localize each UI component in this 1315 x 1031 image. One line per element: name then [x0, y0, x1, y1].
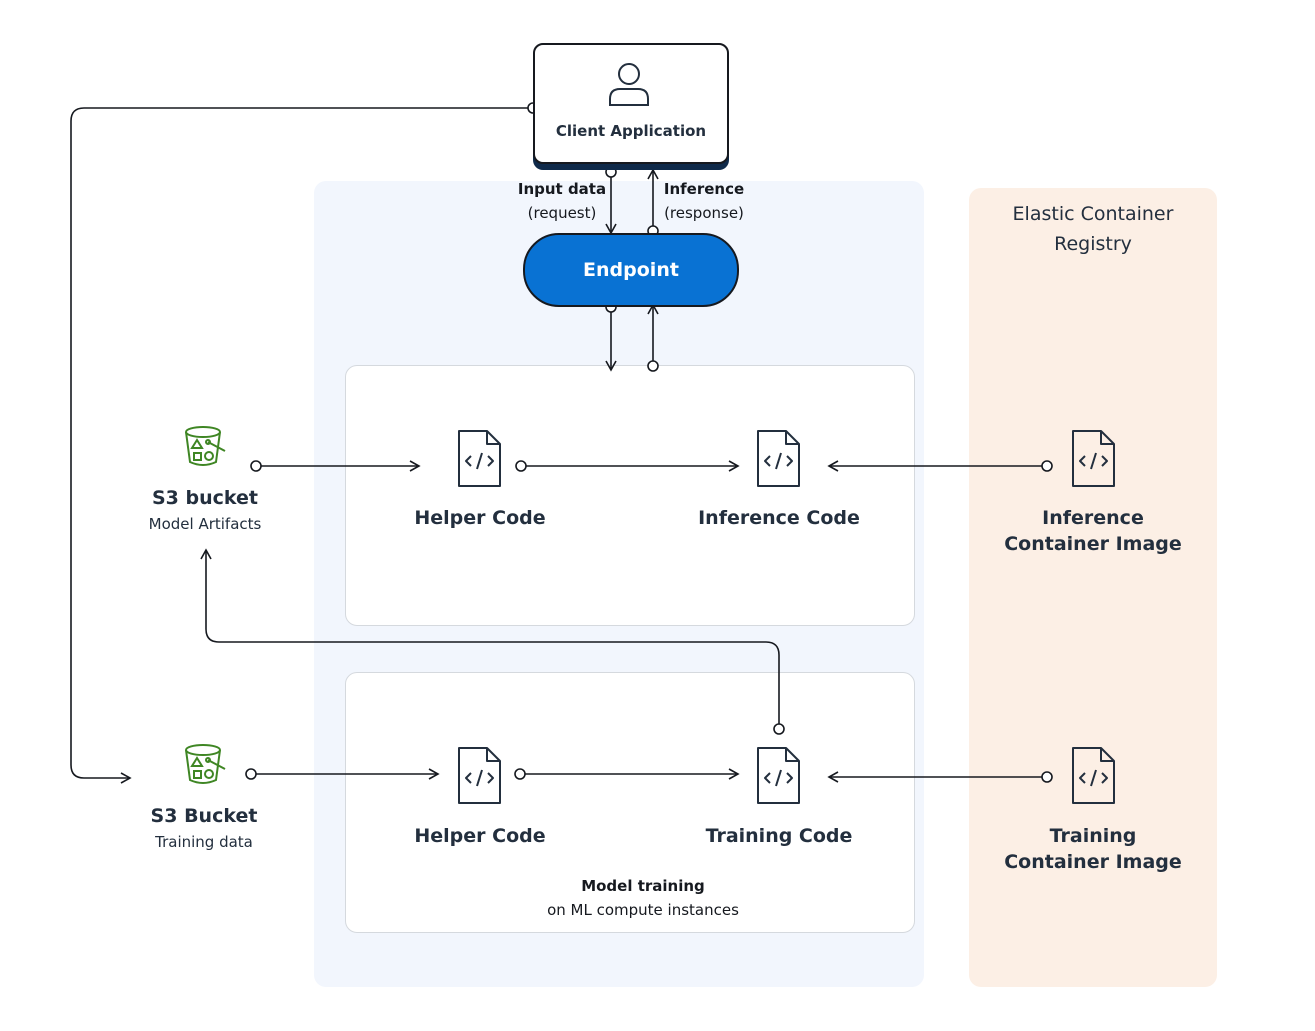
inference-image-label-line2: Container Image: [1004, 533, 1182, 555]
training-image-label-line1: Training: [1049, 825, 1137, 847]
client-to-training-data-line: [70, 107, 533, 784]
inference-image-label-line1: Inference: [1042, 507, 1144, 529]
code-file-icon: [757, 747, 800, 804]
request-label: Input data: [517, 180, 607, 198]
user-icon: [609, 63, 649, 106]
client-application-card: [533, 43, 729, 164]
client-application-label: Client Application: [555, 122, 707, 140]
training-box: [345, 672, 915, 933]
code-file-icon: [757, 430, 800, 487]
ecr-title: Elastic Container Registry: [969, 199, 1217, 259]
ecr-title-line2: Registry: [1054, 233, 1132, 255]
code-file-icon: [458, 747, 501, 804]
s3-bucket-icon: [185, 744, 226, 784]
response-sub-label: (response): [664, 204, 744, 222]
request-sub-label: (request): [527, 204, 597, 222]
code-file-icon: [1072, 430, 1115, 487]
training-helper-label: Helper Code: [414, 825, 546, 847]
s3-training-sub: Training data: [155, 833, 253, 851]
code-file-icon: [1072, 747, 1115, 804]
model-training-sub-caption: on ML compute instances: [547, 901, 739, 919]
training-to-artifacts-line: [200, 548, 780, 729]
training-code-label: Training Code: [705, 825, 853, 847]
code-file-icon: [458, 430, 501, 487]
training-image-label-line2: Container Image: [1004, 851, 1182, 873]
s3-artifacts-sub: Model Artifacts: [148, 515, 262, 533]
hosting-helper-label: Helper Code: [414, 507, 546, 529]
connector-dot: [514, 768, 526, 780]
model-training-caption: Model training: [581, 877, 705, 895]
s3-artifacts-title: S3 bucket: [151, 487, 258, 509]
hosting-box: [345, 365, 915, 626]
connector-dot: [250, 460, 262, 472]
connector-dot: [515, 460, 527, 472]
endpoint-node: Endpoint: [523, 233, 739, 307]
ecr-title-line1: Elastic Container: [1012, 203, 1174, 225]
connector-dot: [773, 723, 785, 735]
connector-dot: [605, 166, 617, 178]
connector-dot: [1041, 460, 1053, 472]
response-label: Inference: [663, 180, 745, 198]
connector-dot: [647, 360, 659, 372]
ecr-region: [969, 188, 1217, 987]
s3-bucket-icon: [185, 426, 226, 466]
inference-code-label: Inference Code: [698, 507, 860, 529]
s3-training-title: S3 Bucket: [150, 805, 258, 827]
connector-dot: [245, 768, 257, 780]
connector-dot: [1041, 771, 1053, 783]
